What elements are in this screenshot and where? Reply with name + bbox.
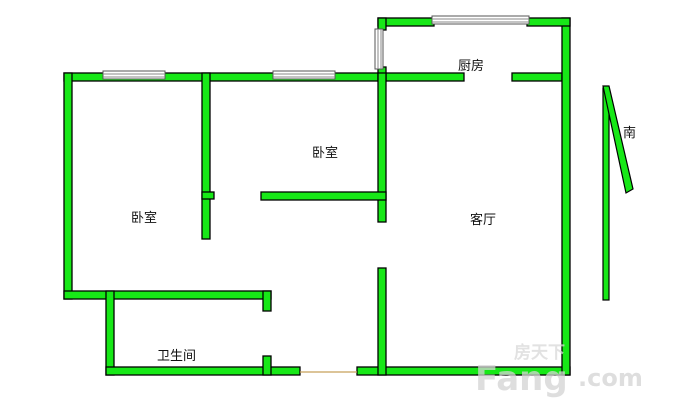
wall-bedroom-divider-stub <box>201 191 215 200</box>
room-label-bedroom-middle: 卧室 <box>312 145 338 161</box>
wall-bedroom-left-bottom <box>63 290 272 300</box>
wall-bath-right-stub <box>262 290 272 312</box>
watermark-brand-cn: 房天下 <box>514 342 565 363</box>
wall-top-kitchen-right <box>511 72 563 82</box>
wall-bottom-left <box>105 366 301 376</box>
wall-bedroom-middle-bottom <box>260 191 387 201</box>
compass-needle-line <box>602 87 610 301</box>
compass-direction-label: 南 <box>623 125 636 141</box>
room-label-living-room: 客厅 <box>470 212 496 228</box>
wall-bedroom-divider <box>201 72 211 240</box>
compass-arrow-icon <box>602 85 634 194</box>
walls <box>63 17 571 376</box>
wall-top-kitchen-left <box>383 72 465 82</box>
wall-left-outer <box>63 72 73 300</box>
wall-kitchen-top-right <box>526 17 571 27</box>
wall-living-left-upper <box>377 72 387 223</box>
window-bedroom-middle <box>272 70 336 80</box>
window-bedroom-left <box>102 70 166 80</box>
wall-living-left-lower <box>377 267 387 376</box>
room-label-bathroom: 卫生间 <box>157 349 196 364</box>
watermark-brand-en: Fang <box>475 359 568 399</box>
watermark: 房天下 Fang .com <box>475 342 643 399</box>
window-kitchen-top <box>431 15 530 25</box>
windows <box>102 15 530 80</box>
wall-bath-left <box>105 290 115 376</box>
watermark-brand-suffix: .com <box>578 364 643 392</box>
compass: 南 <box>602 85 636 301</box>
wall-right-outer <box>561 17 571 376</box>
room-labels: 卧室 卧室 客厅 厨房 卫生间 <box>131 58 496 364</box>
window-kitchen-left <box>374 28 384 70</box>
wall-bath-door-stub <box>262 355 272 376</box>
wall-kitchen-left-upper <box>377 17 387 31</box>
room-label-kitchen: 厨房 <box>458 58 484 74</box>
room-label-bedroom-left: 卧室 <box>131 210 157 226</box>
